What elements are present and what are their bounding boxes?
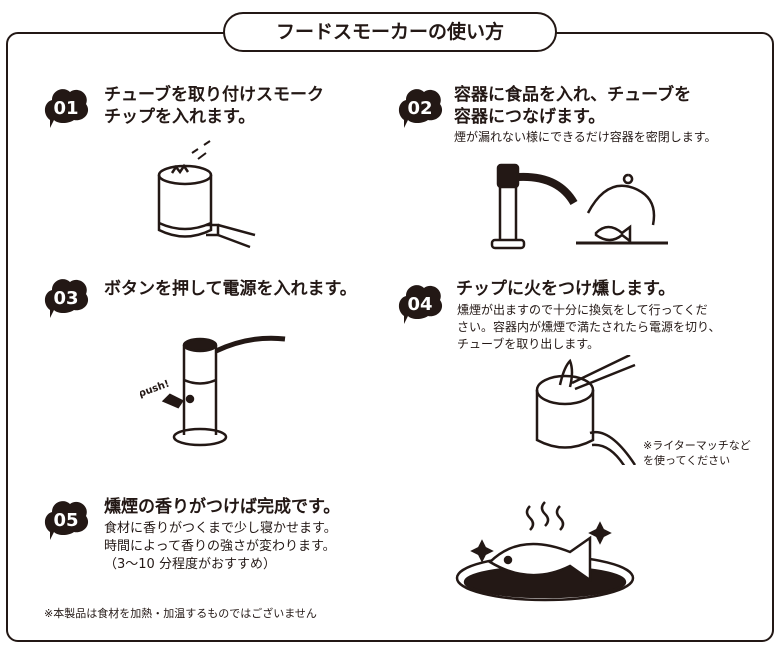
step-05-title: 燻煙の香りがつけば完成です。	[104, 497, 341, 517]
step-badge-02: 02	[398, 89, 443, 128]
smoker-lighting-illustration	[535, 355, 637, 465]
step-01-title: チューブを取り付けスモークチップを入れます。	[104, 85, 324, 127]
svg-text:05: 05	[53, 510, 78, 531]
step-05-subtext: 食材に香りがつくまで少し寝かせます。時間によって香りの強さが変わります。（3〜1…	[104, 521, 337, 572]
step-02-title: 容器に食品を入れ、チューブを容器につなげます。	[454, 85, 692, 127]
step-badge-05: 05	[44, 501, 89, 540]
step-badge-03: 03	[44, 279, 89, 318]
step-badge-01: 01	[44, 89, 89, 128]
svg-text:03: 03	[53, 288, 78, 309]
step-04-note: ※ライターマッチなどを使ってください	[643, 439, 751, 467]
step-badge-04: 04	[398, 285, 443, 324]
svg-text:01: 01	[53, 98, 78, 119]
svg-text:04: 04	[407, 294, 432, 315]
svg-text:push!: push!	[140, 379, 171, 400]
smoked-fish-dish-illustration	[455, 501, 635, 602]
step-02-subtext: 煙が漏れない様にできるだけ容器を密閉します。	[454, 130, 717, 144]
container-tube-illustration	[490, 163, 668, 250]
smoker-power-button-illustration: push!	[140, 335, 286, 447]
smoker-chip-illustration	[157, 140, 256, 249]
footer-note: ※本製品は食材を加熱・加温するものではございません	[44, 607, 317, 620]
page-title: フードスモーカーの使い方	[223, 12, 557, 52]
step-04-subtext: 燻煙が出ますので十分に換気をして行ってください。容器内が燻煙で満たされたら電源を…	[457, 303, 721, 351]
svg-text:02: 02	[407, 98, 432, 119]
step-04-title: チップに火をつけ燻します。	[456, 279, 676, 299]
step-03-title: ボタンを押して電源を入れます。	[104, 279, 357, 299]
